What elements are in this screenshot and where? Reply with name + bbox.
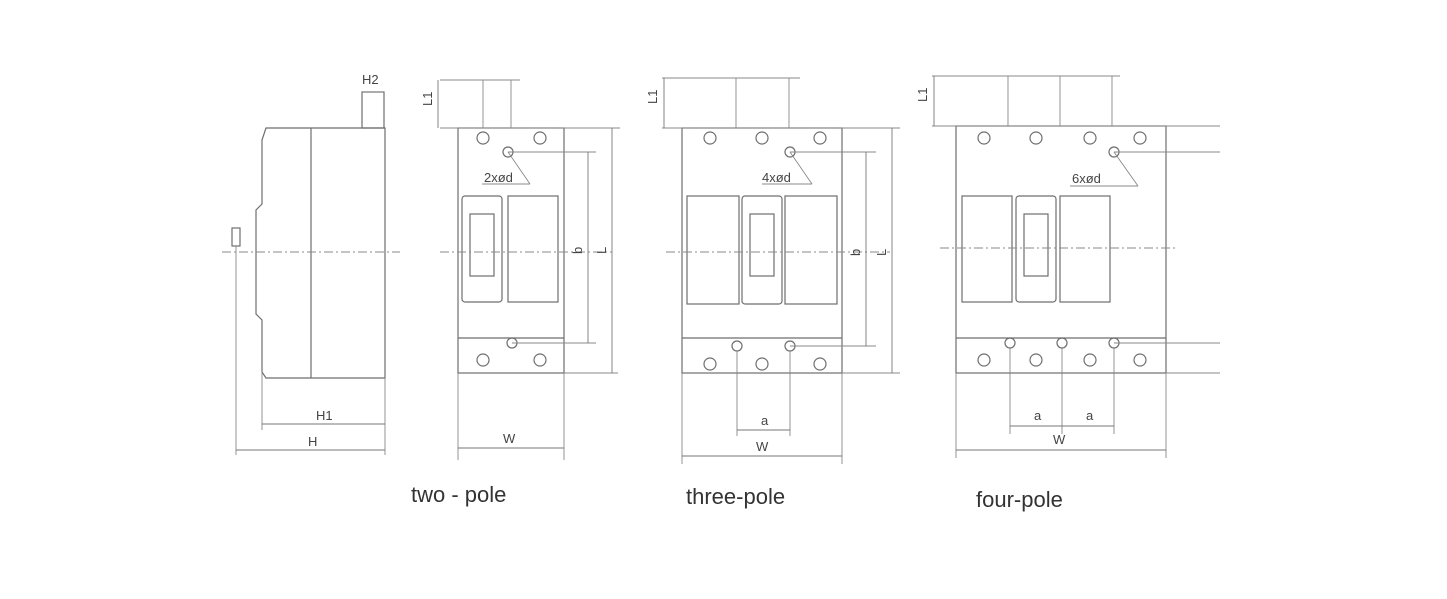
four-pole-handle-window — [1015, 195, 1057, 303]
side-terminal — [361, 91, 385, 129]
four-pole-terminal-bottom-3 — [1083, 353, 1097, 367]
three-pole-mount-hole-bottom-1 — [731, 340, 743, 352]
three-pole-terminal-top-2 — [755, 131, 769, 145]
three-pole-terminal-bottom-1 — [703, 357, 717, 371]
four-pole-terminal-bottom-2 — [1029, 353, 1043, 367]
four-pole-l1-label: L1 — [915, 88, 930, 102]
three-pole-view: L1 4xød b L a W three-pole — [645, 77, 900, 509]
two-pole-body — [457, 127, 565, 374]
h1-label: H1 — [316, 408, 333, 423]
two-pole-toggle — [469, 213, 495, 277]
four-pole-mount-hole-bottom-2 — [1056, 337, 1068, 349]
four-pole-view: L1 6xød a a W four-pole — [915, 75, 1220, 512]
three-pole-w-label: W — [756, 439, 769, 454]
four-pole-cover-1 — [961, 195, 1013, 303]
four-pole-cover-2 — [1059, 195, 1111, 303]
four-pole-w-label: W — [1053, 432, 1066, 447]
three-pole-l-label: L — [874, 249, 889, 256]
three-pole-handle-window — [741, 195, 783, 305]
three-pole-body — [681, 127, 843, 374]
three-pole-terminal-top-1 — [703, 131, 717, 145]
three-pole-toggle — [749, 213, 775, 277]
two-pole-l1-label: L1 — [420, 92, 435, 106]
four-pole-terminal-top-4 — [1133, 131, 1147, 145]
two-pole-leader — [507, 151, 531, 185]
four-pole-mount-hole-bottom-1 — [1004, 337, 1016, 349]
four-pole-leader — [1113, 151, 1139, 187]
two-pole-handle-window — [461, 195, 503, 303]
three-pole-b-label: b — [848, 249, 863, 256]
four-pole-terminal-bottom-4 — [1133, 353, 1147, 367]
h2-label: H2 — [362, 72, 379, 87]
two-pole-b-label: b — [570, 247, 585, 254]
two-pole-caption: two - pole — [411, 482, 506, 507]
two-pole-terminal-top-2 — [533, 131, 547, 145]
two-pole-terminal-bottom-2 — [533, 353, 547, 367]
three-pole-terminal-top-3 — [813, 131, 827, 145]
three-pole-l1-label: L1 — [645, 90, 660, 104]
four-pole-a-label-2: a — [1086, 408, 1094, 423]
two-pole-w-label: W — [503, 431, 516, 446]
three-pole-a-label: a — [761, 413, 769, 428]
four-pole-terminal-top-3 — [1083, 131, 1097, 145]
four-pole-terminal-top-1 — [977, 131, 991, 145]
four-pole-body — [955, 125, 1167, 374]
side-view-outline — [255, 127, 386, 379]
four-pole-terminal-bottom-1 — [977, 353, 991, 367]
two-pole-l-label: L — [594, 247, 609, 254]
three-pole-caption: three-pole — [686, 484, 785, 509]
three-pole-leader — [789, 151, 813, 185]
two-pole-cover — [507, 195, 559, 303]
three-pole-cover-1 — [686, 195, 740, 305]
three-pole-terminal-bottom-3 — [813, 357, 827, 371]
two-pole-view: L1 2xød b L W two - pole — [411, 79, 620, 507]
two-pole-holes-label: 2xød — [484, 170, 513, 185]
two-pole-terminal-top-1 — [476, 131, 490, 145]
side-view: H2 H1 H — [222, 72, 400, 455]
h-label: H — [308, 434, 317, 449]
four-pole-caption: four-pole — [976, 487, 1063, 512]
three-pole-holes-label: 4xød — [762, 170, 791, 185]
four-pole-holes-label: 6xød — [1072, 171, 1101, 186]
four-pole-toggle — [1023, 213, 1049, 277]
two-pole-terminal-bottom-1 — [476, 353, 490, 367]
side-handle — [231, 227, 241, 247]
three-pole-cover-2 — [784, 195, 838, 305]
three-pole-terminal-bottom-2 — [755, 357, 769, 371]
four-pole-a-label-1: a — [1034, 408, 1042, 423]
four-pole-terminal-top-2 — [1029, 131, 1043, 145]
